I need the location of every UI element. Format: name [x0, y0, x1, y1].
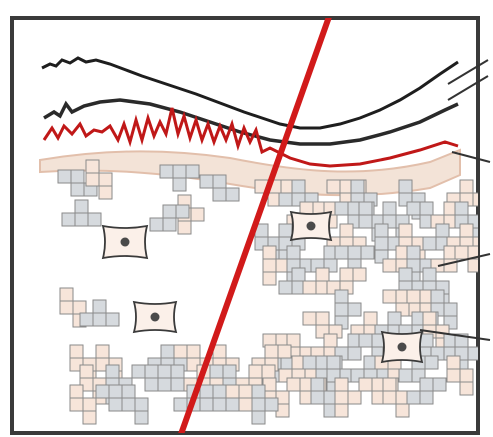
cell-nucleus [150, 312, 160, 322]
cell-tile [334, 377, 362, 418]
cell-tile [69, 384, 97, 425]
cell-nucleus [120, 237, 130, 247]
nucleated-cell-1 [101, 224, 149, 260]
cell-tile [446, 355, 474, 396]
cell-tile [85, 159, 113, 200]
callout-leaders [419, 59, 491, 341]
cell-tile [406, 377, 447, 405]
cell-tile-layer [57, 159, 478, 425]
cell-tile [326, 355, 354, 396]
nucleated-cell-4 [380, 330, 424, 364]
cell-tile [446, 179, 478, 207]
cell-tile [454, 245, 478, 273]
cell-tile [199, 384, 240, 412]
cell-tile [159, 164, 200, 192]
cell-tile [374, 223, 402, 264]
cell-nucleus [397, 342, 407, 352]
upper-membrane-curve [43, 98, 459, 146]
cell-tile [310, 377, 338, 418]
nucleated-cell-2 [132, 300, 178, 334]
surface-wavy-line [41, 56, 459, 130]
cell-tile [430, 289, 458, 330]
cell-tile [326, 267, 367, 295]
cell-tile [79, 299, 120, 327]
leader-line-4 [437, 253, 491, 267]
cell-tile [382, 377, 410, 418]
leader-line-5 [419, 329, 491, 341]
leader-line-1 [447, 59, 489, 85]
cell-tile [61, 199, 102, 227]
diagram-content [39, 18, 478, 433]
cell-tile [121, 384, 149, 425]
cell-nucleus [306, 221, 316, 231]
red-zigzag-curve [42, 107, 459, 168]
leader-line-3 [451, 151, 491, 163]
cell-tile [57, 169, 98, 197]
nucleated-cell-3 [289, 210, 333, 242]
leader-line-2 [447, 75, 489, 101]
diagonal-section-line [178, 18, 332, 433]
cell-tile [199, 174, 240, 202]
cell-tile [251, 384, 279, 425]
cell-tile [149, 204, 190, 232]
